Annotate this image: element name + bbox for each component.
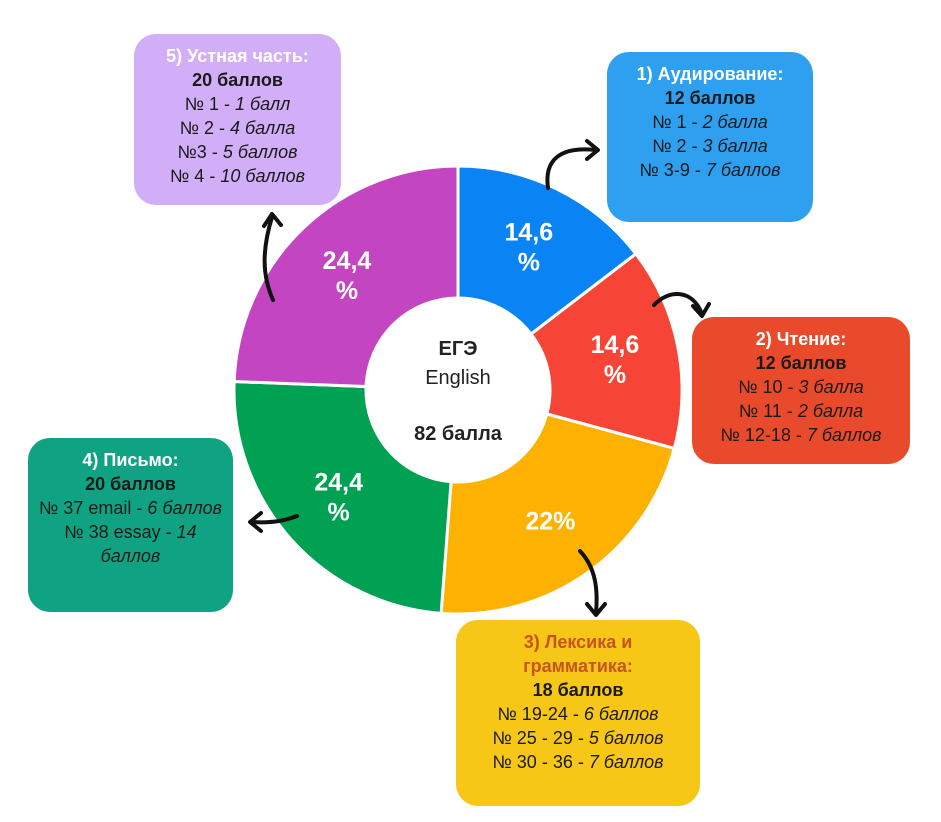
task-number: № 1 - [652, 112, 703, 132]
task-number: № 38 essay - [64, 522, 177, 542]
arrowhead-grammar [585, 602, 607, 617]
section-reading: 2) Чтение: 12 баллов № 10 - 3 балла № 11… [692, 317, 910, 464]
task-item: № 2 - 4 балла [134, 116, 341, 140]
donut-slice-4 [232, 380, 453, 615]
task-number: №3 - [177, 142, 223, 162]
task-points: 6 баллов [147, 498, 222, 518]
task-points: 7 баллов [588, 752, 664, 772]
section-listening: 1) Аудирование: 12 баллов № 1 - 2 балла … [607, 52, 813, 222]
task-number: № 12-18 - [720, 425, 807, 445]
arrow-to-listening [545, 147, 598, 190]
task-points: 2 балла [702, 112, 768, 132]
task-item: № 4 - 10 баллов [134, 164, 341, 188]
task-points: 7 баллов [705, 160, 781, 180]
task-points: 2 балла [797, 401, 864, 421]
task-points: 4 балла [230, 118, 296, 138]
slice-label-3: 22% [525, 508, 575, 536]
section-title: 4) Письмо: [82, 450, 179, 470]
arrowhead-speaking [262, 212, 283, 228]
task-number: № 1 - [184, 94, 236, 114]
task-points: 3 балла [798, 377, 864, 397]
task-points: 14 баллов [100, 522, 197, 566]
task-item: № 25 - 29 - 5 баллов [456, 726, 700, 750]
task-item: № 1 - 1 балл [134, 92, 341, 116]
section-title: 3) Лексика и грамматика: [523, 632, 633, 676]
connector-arrows [248, 139, 711, 617]
arrow-to-grammar [578, 549, 599, 615]
donut-slice-5 [232, 164, 460, 389]
center-line-2: English [425, 367, 491, 389]
task-number: № 19-24 - [497, 704, 584, 724]
task-points: 10 баллов [220, 166, 305, 186]
donut-slice-1 [456, 164, 638, 337]
donut-slice-labels: 14,6% 14,6% 22% 24,4% 24,4% [314, 219, 639, 536]
slice-label-4: 24,4% [314, 469, 363, 527]
donut-slice-2 [528, 251, 684, 451]
section-points: 20 баллов [192, 70, 283, 90]
donut-center: ЕГЭ English 82 балла [414, 338, 503, 445]
task-item: № 3-9 - 7 баллов [607, 158, 813, 182]
donut-slice-3 [439, 412, 677, 616]
task-item: № 2 - 3 балла [607, 134, 813, 158]
arrowhead-writing [248, 511, 263, 533]
arrow-to-reading [652, 292, 704, 316]
arrow-to-writing [250, 514, 299, 525]
task-number: № 4 - [170, 166, 221, 186]
task-points: 7 баллов [806, 425, 882, 445]
task-item: № 12-18 - 7 баллов [692, 423, 910, 447]
task-number: № 11 - [738, 401, 798, 421]
task-number: № 10 - [738, 377, 799, 397]
task-number: № 37 email - [39, 498, 148, 518]
center-line-1: ЕГЭ [439, 338, 478, 360]
section-speaking: 5) Устная часть: 20 баллов № 1 - 1 балл … [134, 34, 341, 205]
section-title: 2) Чтение: [755, 329, 847, 349]
task-item: № 1 - 2 балла [607, 110, 813, 134]
task-number: № 25 - 29 - [492, 728, 589, 748]
center-line-3: 82 балла [414, 423, 503, 445]
task-number: № 30 - 36 - [492, 752, 589, 772]
task-item: № 38 essay - 14 баллов [28, 520, 233, 568]
task-points: 5 баллов [222, 142, 298, 162]
slice-label-1: 14,6% [505, 219, 554, 277]
section-grammar: 3) Лексика и грамматика: 18 баллов № 19-… [456, 620, 700, 806]
slice-label-5: 24,4% [323, 247, 372, 305]
section-points: 12 баллов [664, 88, 756, 108]
section-points: 18 баллов [532, 680, 624, 700]
task-item: № 30 - 36 - 7 баллов [456, 750, 700, 774]
section-title: 5) Устная часть: [166, 46, 309, 66]
task-item: № 11 - 2 балла [692, 399, 910, 423]
arrow-to-speaking [262, 215, 275, 302]
section-points: 20 баллов [85, 474, 176, 494]
task-number: № 2 - [652, 136, 703, 156]
arrowhead-reading [691, 302, 711, 318]
arrowhead-listening [585, 139, 600, 161]
section-title: 1) Аудирование: [636, 64, 784, 84]
donut-slices [232, 164, 684, 616]
task-number: № 2 - [179, 118, 231, 138]
task-points: 6 баллов [583, 704, 659, 724]
task-item: №3 - 5 баллов [134, 140, 341, 164]
slice-label-2: 14,6% [591, 331, 640, 389]
section-points: 12 баллов [755, 353, 847, 373]
task-points: 3 балла [702, 136, 768, 156]
task-number: № 3-9 - [639, 160, 706, 180]
task-item: № 19-24 - 6 баллов [456, 702, 700, 726]
task-item: № 37 email - 6 баллов [28, 496, 233, 520]
task-points: 1 балл [235, 94, 291, 114]
task-item: № 10 - 3 балла [692, 375, 910, 399]
task-points: 5 баллов [588, 728, 664, 748]
section-writing: 4) Письмо: 20 баллов № 37 email - 6 балл… [28, 438, 233, 612]
